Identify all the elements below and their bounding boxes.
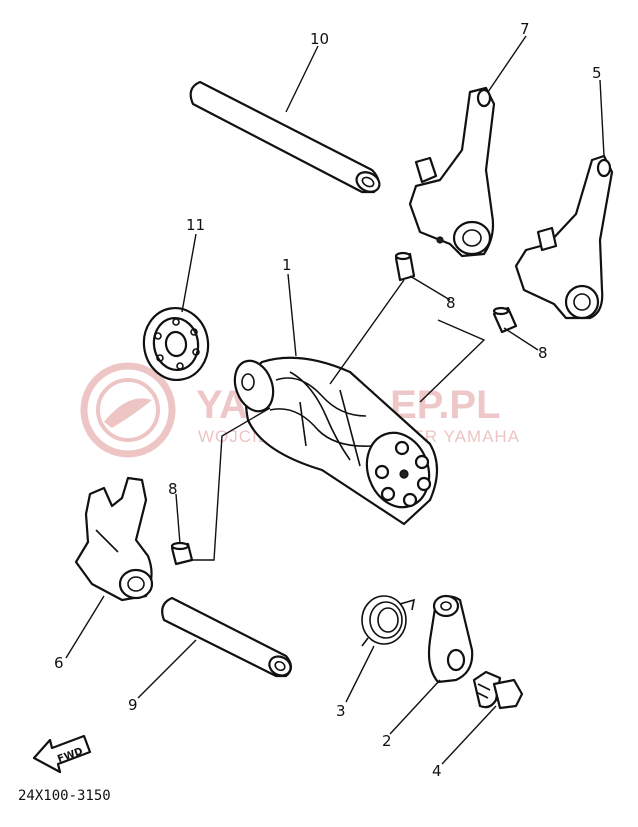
part-shift-fork-upper <box>408 86 496 258</box>
callout-guide-pin-c: 8 <box>168 480 178 498</box>
part-guide-pin-a <box>394 251 416 282</box>
callout-shift-fork-right: 5 <box>592 64 602 82</box>
callout-guide-pin-a: 8 <box>446 294 456 312</box>
part-shift-fork-right <box>514 154 614 320</box>
part-stopper-lever <box>427 594 474 684</box>
part-shift-shaft-long <box>189 80 381 194</box>
callout-guide-pin-b: 8 <box>538 344 548 362</box>
callout-shift-drum: 1 <box>282 256 292 274</box>
part-shift-fork-left <box>74 476 154 602</box>
watermark-logo-icon <box>80 362 176 458</box>
callout-bearing: 11 <box>186 216 205 234</box>
callout-stopper-lever: 2 <box>382 732 392 750</box>
callout-shift-shaft-short: 9 <box>128 696 138 714</box>
callout-shift-shaft-long: 10 <box>310 30 329 48</box>
callout-bolt: 4 <box>432 762 442 780</box>
callout-shift-fork-upper: 7 <box>520 20 530 38</box>
part-torsion-spring <box>361 595 416 647</box>
part-shift-shaft-short <box>161 596 293 678</box>
part-shift-drum <box>233 356 439 526</box>
callout-shift-fork-left: 6 <box>54 654 64 672</box>
part-guide-pin-b <box>492 306 518 334</box>
callout-torsion-spring: 3 <box>336 702 346 720</box>
callouts: 10 7 5 11 1 8 8 8 6 9 3 2 4 <box>54 20 602 780</box>
part-guide-pin-c <box>170 541 194 566</box>
part-bolt <box>472 670 524 710</box>
drawing-code: 24X100-3150 <box>18 788 111 804</box>
part-bearing <box>142 306 210 382</box>
leader-lines <box>65 35 605 765</box>
forward-direction-arrow: FWD <box>32 734 92 774</box>
